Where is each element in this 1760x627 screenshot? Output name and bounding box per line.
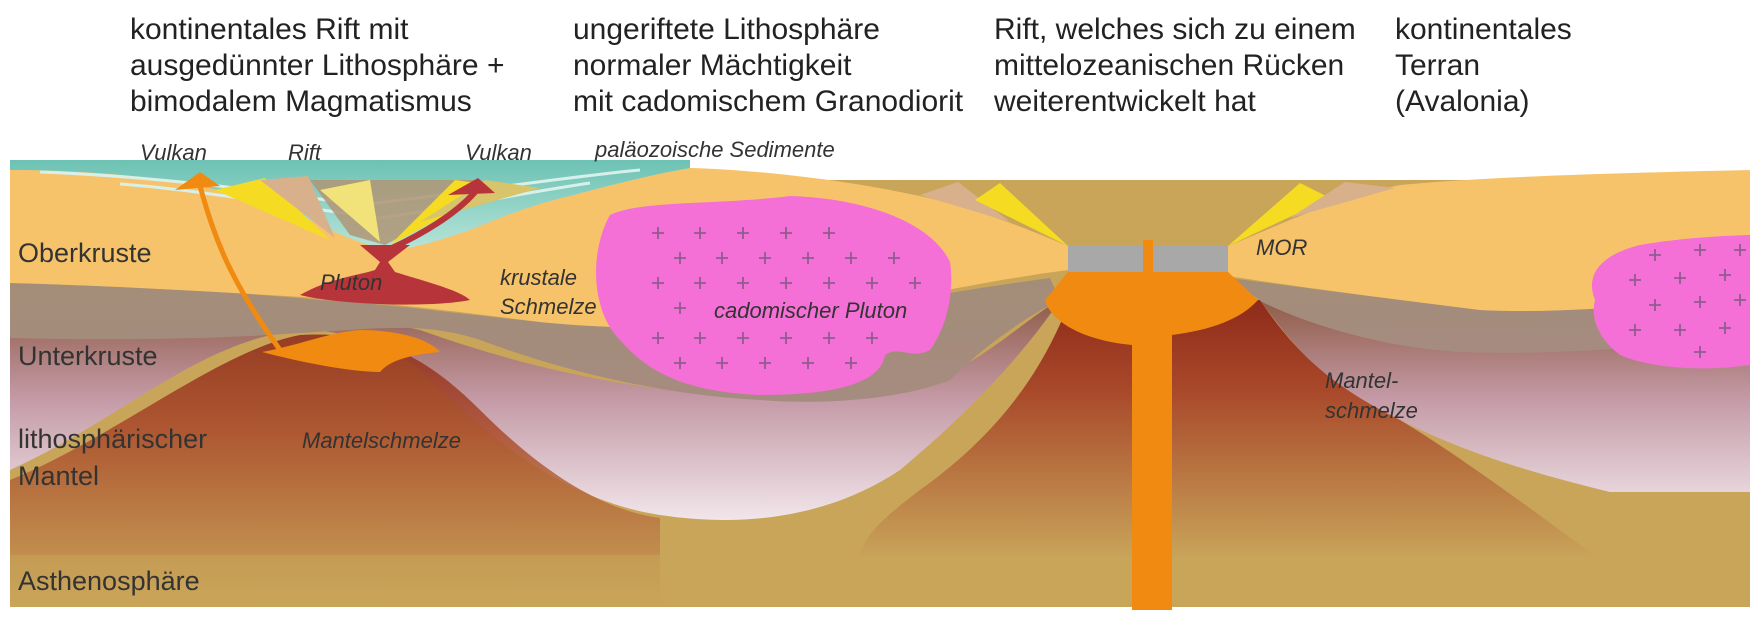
mor-plate-right — [1152, 246, 1228, 272]
label-upper-crust: Oberkruste — [18, 238, 152, 268]
label-volcano-right: Vulkan — [465, 140, 532, 165]
label-mor: MOR — [1256, 235, 1307, 260]
label-mantle-melt: Mantelschmelze — [302, 428, 461, 453]
label-mantle-melt-mor-1: Mantel- — [1325, 368, 1398, 393]
label-volcano-left: Vulkan — [140, 140, 207, 165]
label-lithospheric-mantle-2: Mantel — [18, 461, 99, 491]
mor-melt-conduit-top — [1143, 240, 1153, 275]
label-asthenosphere: Asthenosphäre — [18, 566, 200, 596]
label-palaeozoic-sediments: paläozoische Sedimente — [594, 137, 835, 162]
label-pluton: Pluton — [320, 270, 382, 295]
label-mantle-melt-mor-2: schmelze — [1325, 398, 1418, 423]
terrane-pluton — [1592, 235, 1750, 368]
label-crustal-melt-2: Schmelze — [500, 294, 597, 319]
label-lower-crust: Unterkruste — [18, 341, 158, 371]
mor-plate-left — [1068, 246, 1146, 272]
label-cadomian-pluton: cadomischer Pluton — [714, 298, 907, 323]
label-crustal-melt-1: krustale — [500, 265, 577, 290]
label-lithospheric-mantle-1: lithosphärischer — [18, 424, 207, 454]
label-rift: Rift — [288, 140, 322, 165]
asthenosphere-lower-band — [10, 555, 1750, 607]
